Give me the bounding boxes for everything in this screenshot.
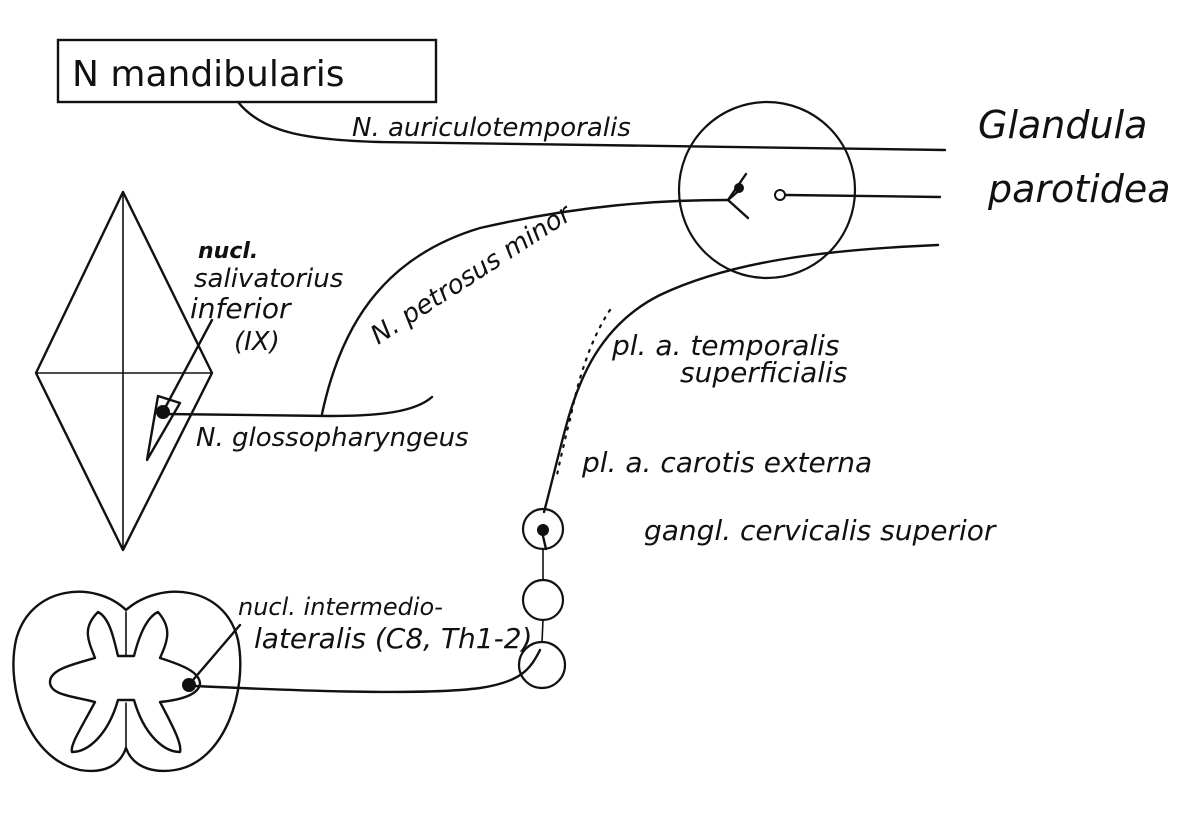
lateralis-label: lateralis (C8, Th1-2) [254, 622, 532, 655]
sympathetic-lower-fiber [542, 428, 567, 514]
inferior-label: inferior [190, 292, 292, 325]
temporal-plexus-dotted [568, 308, 612, 422]
intermedio-label: nucl. intermedio- [238, 593, 443, 621]
sympathetic-chain-ganglion-middle [521, 578, 565, 622]
intermediolateral-nucleus-dot [182, 678, 196, 692]
otic-ganglion-symbol [726, 172, 750, 220]
postganglionic-fiber [784, 193, 942, 199]
auriculotemporal-nerve [236, 100, 947, 152]
superior-cervical-ganglion-cell [537, 524, 549, 536]
glossopharyngeus-label: N. glossopharyngeus [196, 423, 469, 453]
nucl-label: nucl. [198, 239, 258, 264]
glandula-label: Glandula [978, 103, 1147, 147]
spinal-cord-section [12, 590, 242, 773]
superficialis-label: superficialis [680, 356, 847, 389]
carotid-plexus-dotted [554, 408, 574, 482]
temporalis-label: pl. a. temporalis [611, 329, 840, 362]
parotidea-label: parotidea [987, 167, 1171, 211]
salivatory-nucleus-pointer [163, 318, 214, 410]
lesser-petrosal-nerve [320, 198, 730, 416]
auriculotemporalis-label: N. auriculotemporalis [352, 113, 631, 143]
sympathetic-trunk [541, 548, 544, 643]
gangl-label: gangl. cervicalis superior [644, 514, 997, 547]
n-mandibularis-label: N mandibularis [72, 54, 344, 95]
carotis-label: pl. a. carotis externa [581, 446, 872, 479]
parotid-gland-circle [677, 100, 857, 280]
ix-label: (IX) [234, 327, 280, 357]
postganglionic-terminal [774, 189, 786, 201]
sympathetic-upper-fiber [563, 243, 940, 432]
ganglion-cell-process [541, 534, 548, 551]
petrosus-minor-label: N. petrosus minor [365, 198, 578, 351]
n-mandibularis-box: N mandibularis [56, 38, 438, 104]
intermediolateral-pointer [191, 623, 242, 682]
glossopharyngeal-nerve [163, 395, 434, 418]
salivatory-nucleus-dot [156, 405, 170, 419]
preganglionic-sympathetic-fiber [193, 648, 542, 694]
salivatorius-label: salivatorius [194, 264, 343, 294]
